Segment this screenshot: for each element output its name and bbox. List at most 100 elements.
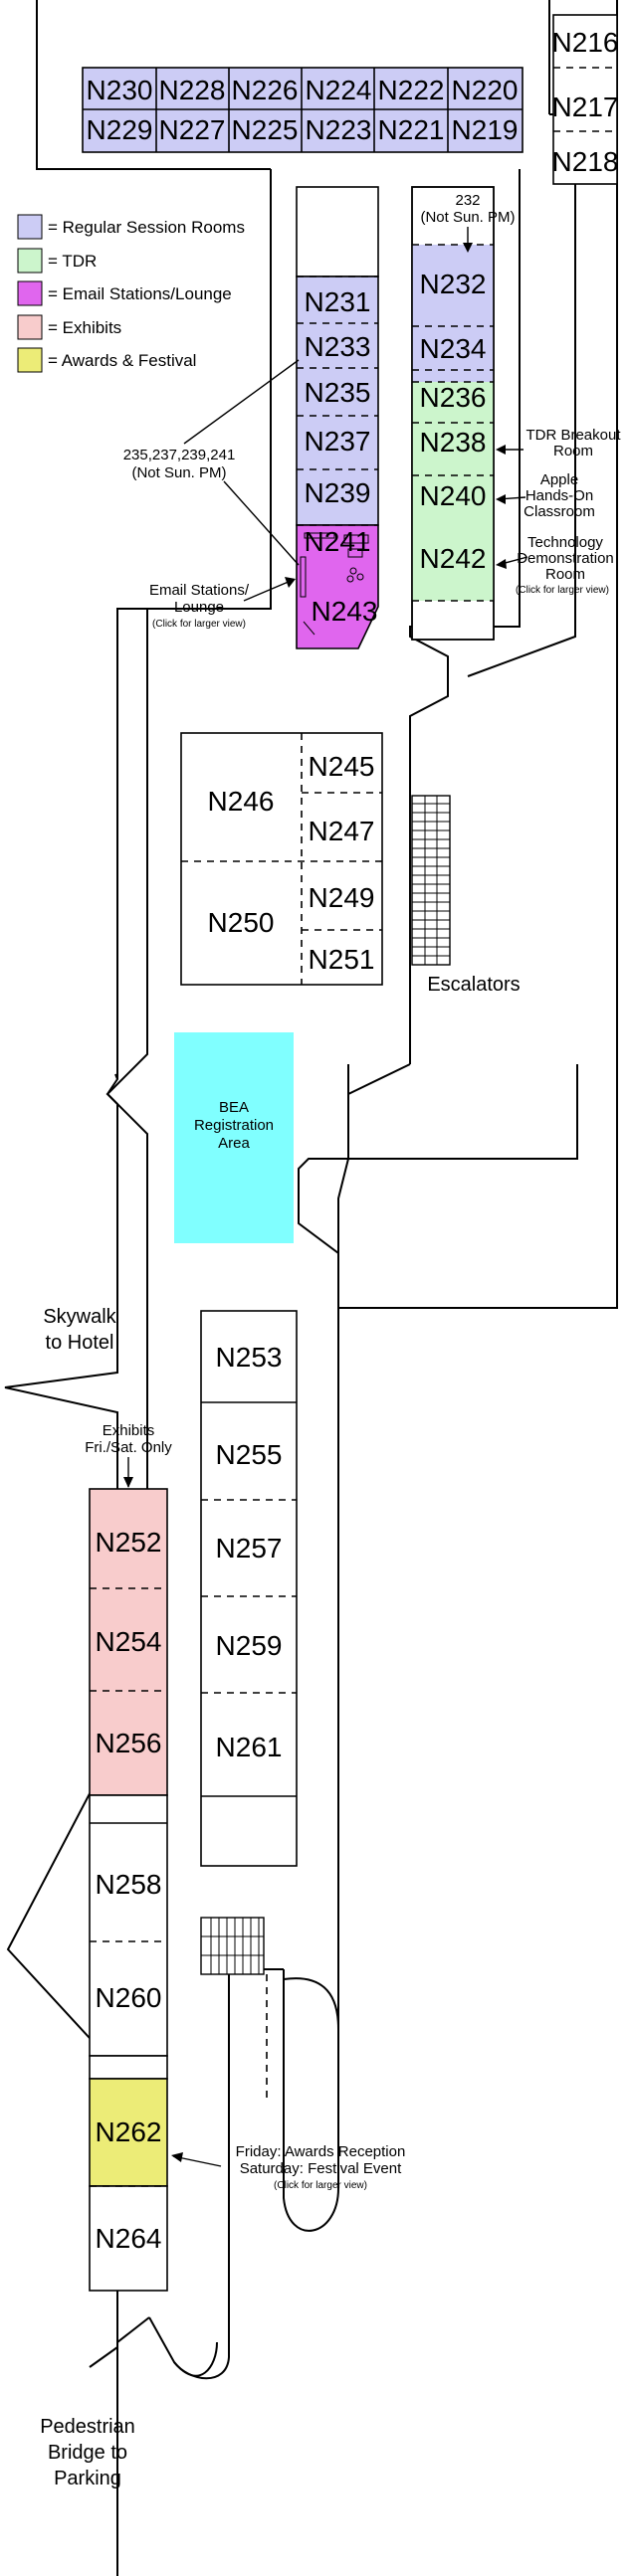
annotation-235-241: 235,237,239,241 (Not Sun. PM) — [123, 359, 300, 566]
pedestrian-bridge-label: Pedestrian Bridge to Parking — [40, 2416, 135, 2489]
room-n246[interactable]: N246 — [208, 786, 275, 817]
annotation-tech-demo-room[interactable]: Technology Demonstration Room (Click for… — [496, 534, 614, 596]
svg-text:(Not Sun. PM): (Not Sun. PM) — [131, 464, 226, 481]
legend-swatch-session — [17, 214, 43, 240]
room-n249[interactable]: N249 — [309, 882, 375, 913]
room-labels-top: N230 N228 N226 N224 N222 N220 N229 N227 … — [87, 75, 519, 145]
room-n243[interactable]: N243 — [312, 596, 378, 627]
room-block-n232-n242 — [411, 186, 495, 641]
room-n238[interactable]: N238 — [420, 427, 487, 458]
room-n250[interactable]: N250 — [208, 907, 275, 938]
room-n217[interactable]: N217 — [552, 92, 619, 122]
room-n239[interactable]: N239 — [305, 477, 371, 508]
room-n232[interactable]: N232 — [420, 269, 487, 299]
room-n221[interactable]: N221 — [378, 114, 445, 145]
svg-text:Demonstration: Demonstration — [517, 550, 614, 567]
svg-text:Technology: Technology — [527, 534, 603, 551]
room-n216[interactable]: N216 — [552, 27, 619, 58]
room-n225[interactable]: N225 — [232, 114, 299, 145]
room-n264[interactable]: N264 — [96, 2223, 162, 2254]
escalators: Escalators — [411, 795, 521, 996]
svg-text:Parking: Parking — [54, 2468, 121, 2489]
room-n255[interactable]: N255 — [216, 1439, 283, 1470]
legend-swatch-exhibits — [17, 314, 43, 340]
room-n258[interactable]: N258 — [96, 1869, 162, 1900]
registration-area[interactable]: BEA Registration Area — [174, 1032, 294, 1243]
room-n219[interactable]: N219 — [452, 114, 519, 145]
svg-text:232: 232 — [455, 192, 480, 209]
svg-text:Hands-On: Hands-On — [525, 487, 593, 504]
svg-text:Classroom: Classroom — [524, 503, 595, 520]
lounge-furniture-icon — [300, 532, 369, 636]
svg-text:(Not Sun. PM): (Not Sun. PM) — [420, 209, 515, 226]
svg-text:Registration: Registration — [194, 1117, 274, 1134]
room-block-n245-n251: N246 N250 N245 N247 N249 N251 — [180, 732, 383, 986]
room-n233[interactable]: N233 — [305, 331, 371, 362]
room-n242[interactable]: N242 — [420, 543, 487, 574]
skywalk-label: Skywalk to Hotel — [43, 1306, 116, 1354]
room-n241[interactable]: N241 — [305, 526, 371, 557]
room-labels-right-block: N232 N234 N236 N238 N240 N242 — [420, 269, 487, 574]
room-n231[interactable]: N231 — [305, 286, 371, 317]
svg-text:Apple: Apple — [540, 471, 578, 488]
svg-text:(Click for larger view): (Click for larger view) — [516, 585, 609, 596]
annotation-awards-festival[interactable]: Friday: Awards Reception Saturday: Festi… — [171, 2143, 405, 2191]
svg-text:235,237,239,241: 235,237,239,241 — [123, 447, 236, 463]
room-n254[interactable]: N254 — [96, 1626, 162, 1657]
svg-text:Bridge to: Bridge to — [48, 2442, 127, 2464]
room-n226[interactable]: N226 — [232, 75, 299, 105]
room-block-n252-n264: N252 N254 N256 N258 N260 N262 N264 — [89, 1488, 168, 2292]
room-n218[interactable]: N218 — [552, 146, 619, 177]
svg-text:to Hotel: to Hotel — [46, 1332, 114, 1354]
room-n252[interactable]: N252 — [96, 1527, 162, 1558]
room-block-n231-n243 — [296, 186, 379, 649]
svg-text:Friday: Awards Reception: Friday: Awards Reception — [236, 2143, 406, 2160]
stairs-icon — [200, 1917, 265, 1975]
room-n236[interactable]: N236 — [420, 382, 487, 413]
room-n251[interactable]: N251 — [309, 944, 375, 975]
svg-text:Fri./Sat. Only: Fri./Sat. Only — [85, 1439, 172, 1456]
escalator-steps-icon — [412, 796, 450, 965]
svg-text:Exhibits: Exhibits — [103, 1422, 155, 1439]
room-n247[interactable]: N247 — [309, 816, 375, 846]
legend-label-tdr: = TDR — [48, 252, 97, 271]
room-n235[interactable]: N235 — [305, 377, 371, 408]
room-n229[interactable]: N229 — [87, 114, 153, 145]
svg-text:(Click for larger view): (Click for larger view) — [152, 619, 246, 630]
room-n228[interactable]: N228 — [159, 75, 226, 105]
svg-text:BEA: BEA — [219, 1099, 249, 1116]
building-walls — [4, 0, 618, 2576]
svg-text:Saturday: Festival Event: Saturday: Festival Event — [240, 2160, 402, 2177]
room-n230[interactable]: N230 — [87, 75, 153, 105]
room-n262[interactable]: N262 — [96, 2116, 162, 2147]
legend: = Regular Session Rooms = TDR = Email St… — [17, 214, 245, 373]
svg-text:Room: Room — [553, 443, 593, 460]
room-n260[interactable]: N260 — [96, 1982, 162, 2013]
room-n223[interactable]: N223 — [306, 114, 372, 145]
svg-text:Email Stations/: Email Stations/ — [149, 582, 250, 599]
room-n253[interactable]: N253 — [216, 1342, 283, 1373]
annotation-tdr-breakout: TDR Breakout Room — [496, 427, 621, 460]
room-block-n253-n261: N253 N255 N257 N259 N261 — [200, 1310, 298, 1867]
svg-text:Room: Room — [545, 566, 585, 583]
room-n220[interactable]: N220 — [452, 75, 519, 105]
room-block-n219-n230 — [82, 67, 524, 153]
room-n234[interactable]: N234 — [420, 333, 487, 364]
annotation-email-lounge[interactable]: Email Stations/ Lounge (Click for larger… — [149, 577, 296, 630]
room-n237[interactable]: N237 — [305, 426, 371, 457]
room-n222[interactable]: N222 — [378, 75, 445, 105]
room-n224[interactable]: N224 — [306, 75, 372, 105]
svg-text:Lounge: Lounge — [174, 599, 224, 616]
room-n257[interactable]: N257 — [216, 1533, 283, 1564]
svg-text:(Click for larger view): (Click for larger view) — [274, 2180, 367, 2191]
legend-label-session: = Regular Session Rooms — [48, 218, 245, 237]
legend-swatch-tdr — [17, 248, 43, 274]
room-n227[interactable]: N227 — [159, 114, 226, 145]
room-n240[interactable]: N240 — [420, 480, 487, 511]
room-n261[interactable]: N261 — [216, 1732, 283, 1762]
room-n259[interactable]: N259 — [216, 1630, 283, 1661]
room-n245[interactable]: N245 — [309, 751, 375, 782]
svg-text:Pedestrian: Pedestrian — [40, 2416, 135, 2438]
room-n256[interactable]: N256 — [96, 1728, 162, 1758]
